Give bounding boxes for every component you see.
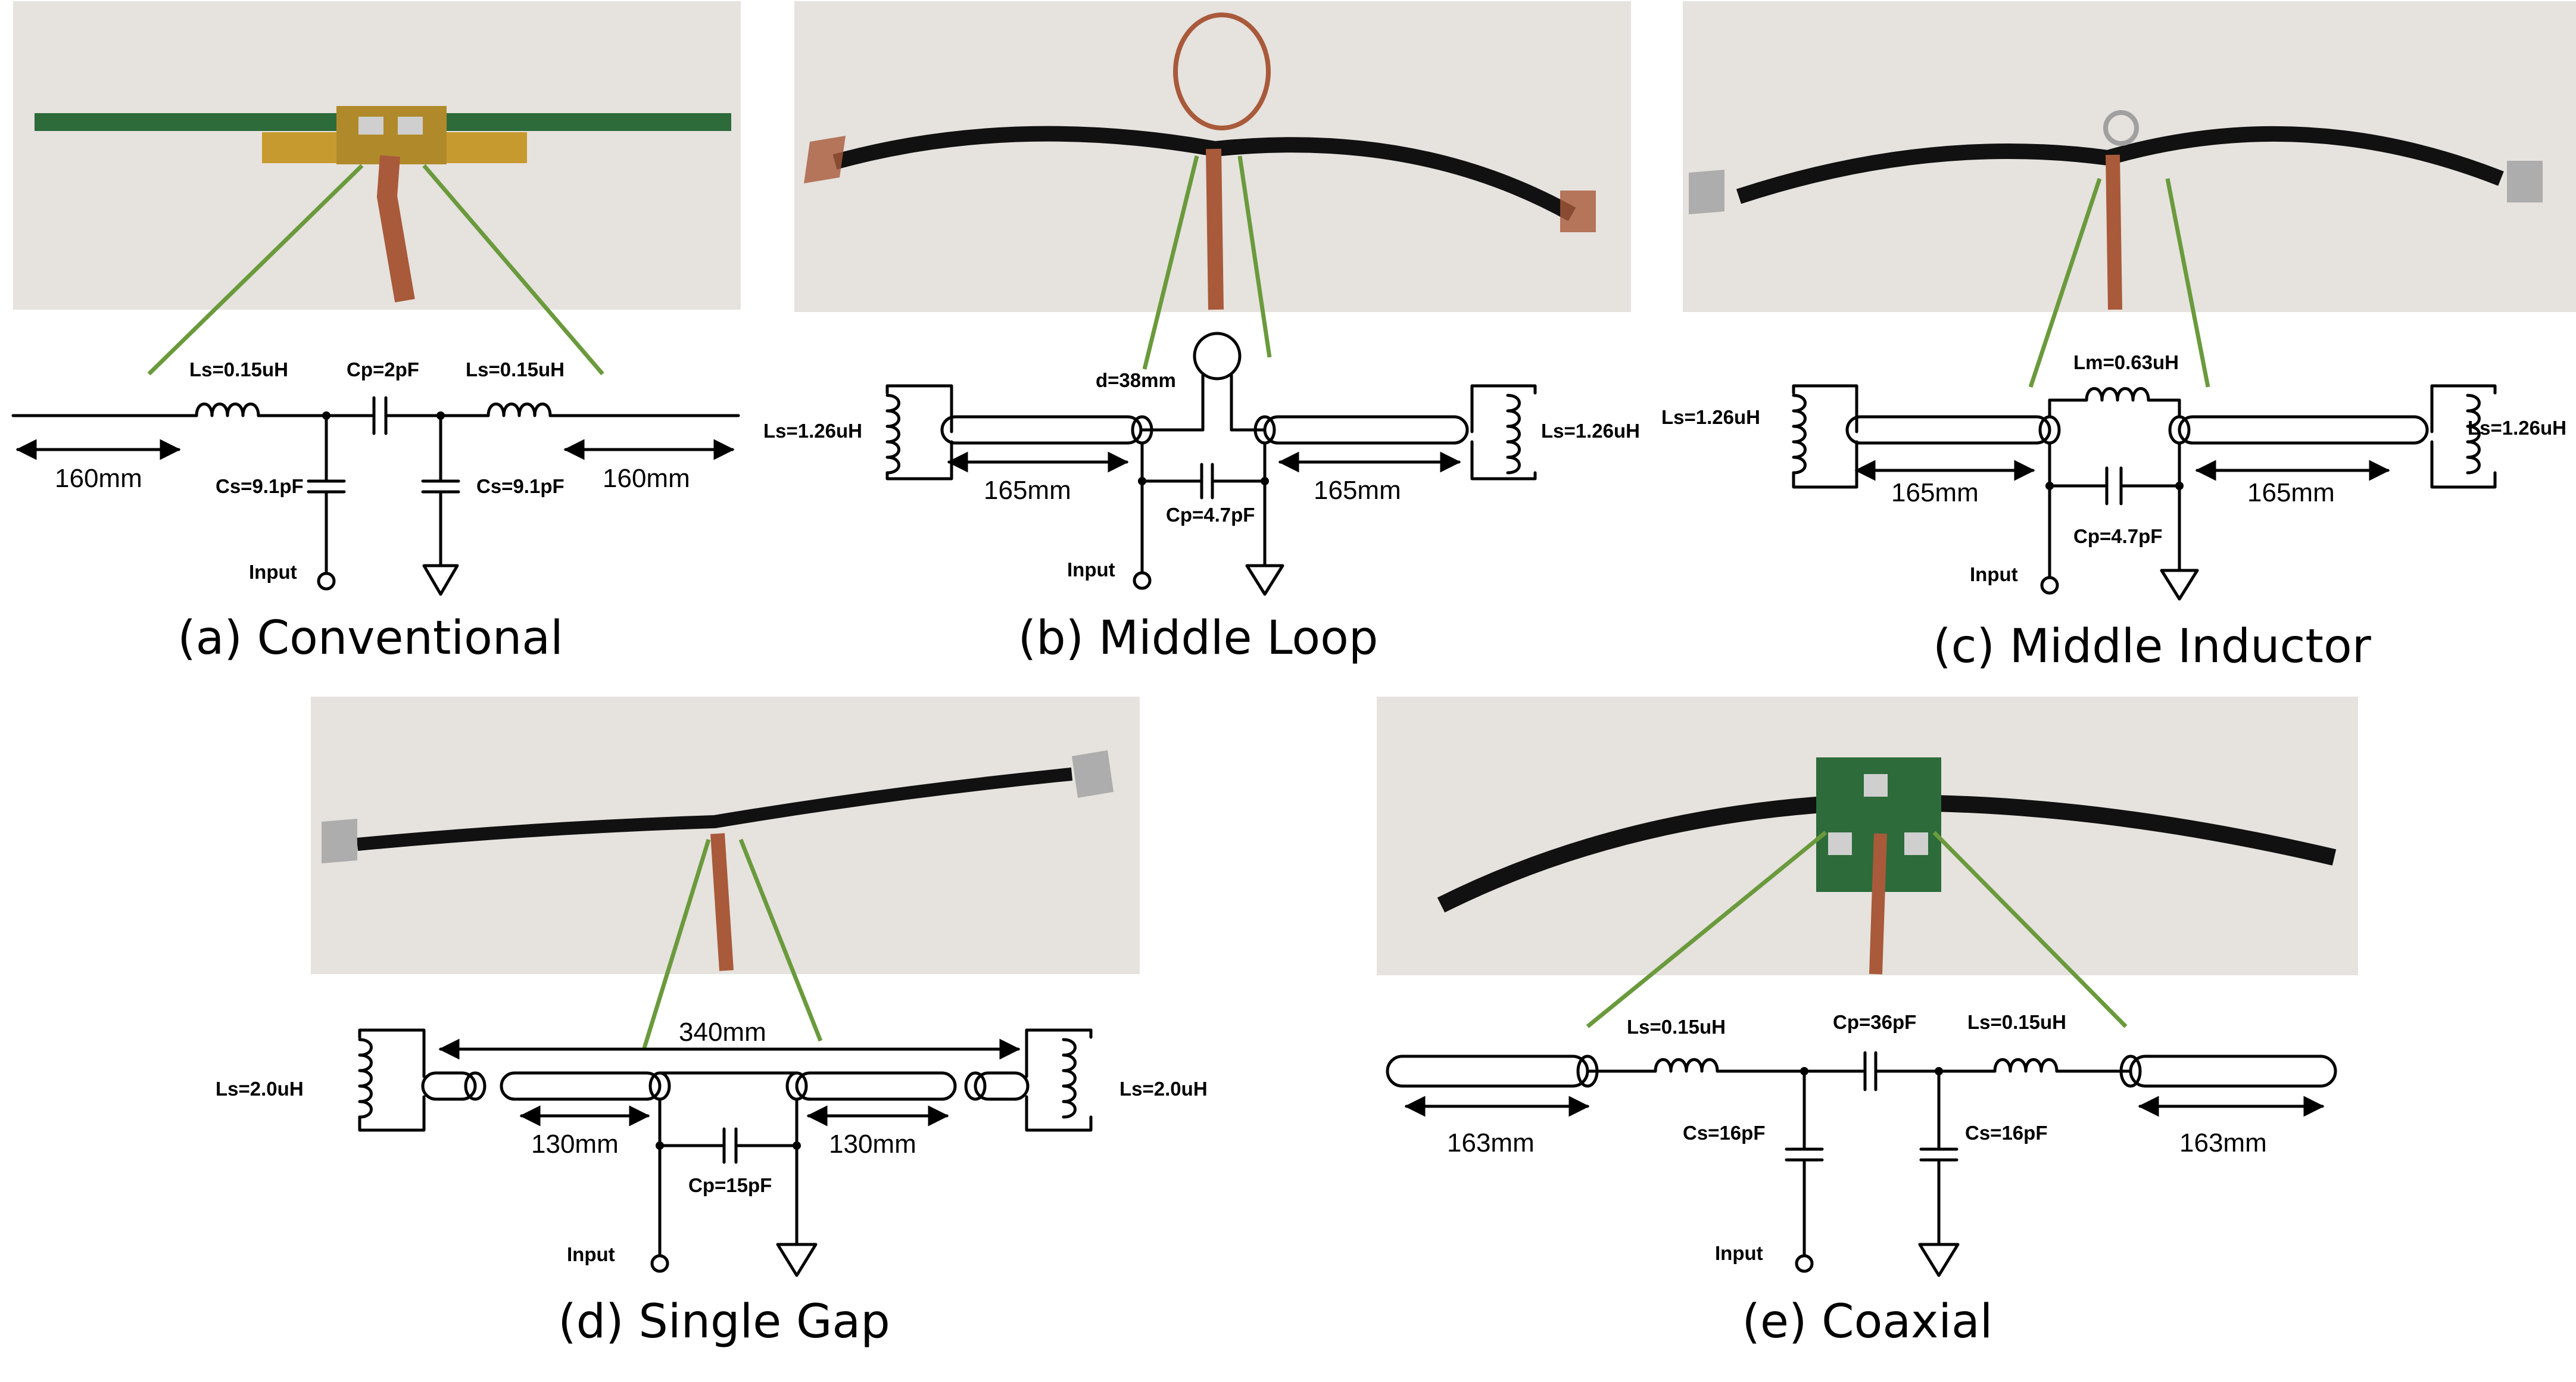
ls-left-label-c: Ls=1.26uH [1661,406,1760,428]
input-port-a [317,572,336,591]
total-len-label-d: 340mm [679,1018,766,1047]
len-left-label-d: 130mm [531,1130,619,1159]
len-left-label-b: 165mm [984,476,1071,505]
ls-right-label-c: Ls=1.26uH [2468,417,2566,439]
ls-left-label-b: Ls=1.26uH [763,420,862,442]
photo-a [13,1,741,310]
cs-left-label-a: Cs=9.1pF [216,475,304,497]
len-right-label-d: 130mm [829,1130,916,1159]
ls-right-label-d: Ls=2.0uH [1119,1078,1208,1100]
len-right-label-a: 160mm [603,464,690,493]
ls-right-label-b: Ls=1.26uH [1541,420,1640,442]
panel-a: Ls=0.15uH Cp=2pF Ls=0.15uH Cs=9.1pF Cs=9… [11,1,741,665]
photo-b [794,1,1631,312]
cs-right-label-a: Cs=9.1pF [476,475,565,497]
circuit-d [358,1028,1093,1277]
cp-label-a: Cp=2pF [347,358,419,380]
len-left-label-c: 165mm [1891,478,1979,507]
circuit-e [1386,1051,2337,1277]
len-right-label-b: 165mm [1314,476,1401,505]
loop-d-label-b: d=38mm [1096,369,1176,391]
input-label-b: Input [1067,559,1115,581]
cp-label-e: Cp=36pF [1833,1011,1916,1033]
ls-left-label-a: Ls=0.15uH [189,358,288,380]
len-left-label-a: 160mm [55,464,142,493]
cs-left-label-e: Cs=16pF [1683,1122,1765,1144]
input-label-a: Input [249,561,297,583]
input-label-c: Input [1970,563,2018,585]
input-port-c [2040,576,2059,595]
cp-label-b: Cp=4.7pF [1166,504,1255,526]
input-port-d [650,1254,669,1273]
input-port-e [1795,1254,1814,1273]
panel-c: Lm=0.63uH Ls=1.26uH Ls=1.26uH 165mm 165m… [1661,1,2576,673]
ls-right-label-e: Ls=0.15uH [1967,1011,2066,1033]
cp-label-d: Cp=15pF [688,1174,772,1196]
caption-d: (d) Single Gap [558,1295,890,1349]
caption-a: (a) Conventional [177,612,563,665]
circuit-a [11,396,740,596]
ls-left-label-d: Ls=2.0uH [216,1078,304,1100]
len-right-label-e: 163mm [2179,1128,2267,1158]
len-right-label-c: 165mm [2247,478,2335,507]
photo-e [1377,697,2358,975]
circuit-c [1792,384,2497,601]
panel-d: 340mm Ls=2.0uH Ls=2.0uH 130mm 130mm Cp=1… [216,697,1208,1349]
caption-e: (e) Coaxial [1742,1295,1993,1349]
panel-b: d=38mm Ls=1.26uH Ls=1.26uH 165mm 165mm C… [763,1,1640,665]
cs-right-label-e: Cs=16pF [1965,1122,2047,1144]
photo-c [1683,1,2576,312]
ls-right-label-a: Ls=0.15uH [466,358,565,380]
input-label-e: Input [1715,1242,1763,1264]
lm-label-c: Lm=0.63uH [2073,351,2179,373]
cp-label-c: Cp=4.7pF [2073,525,2162,547]
photo-d [311,697,1140,974]
caption-b: (b) Middle Loop [1018,612,1379,665]
circuit-b [885,332,1537,596]
input-port-b [1133,571,1152,590]
len-left-label-e: 163mm [1447,1128,1535,1158]
panel-e: Ls=0.15uH Cp=36pF Ls=0.15uH Cs=16pF Cs=1… [1377,697,2358,1349]
ls-left-label-e: Ls=0.15uH [1627,1016,1726,1038]
caption-c: (c) Middle Inductor [1933,620,2372,673]
input-label-d: Input [567,1243,615,1265]
